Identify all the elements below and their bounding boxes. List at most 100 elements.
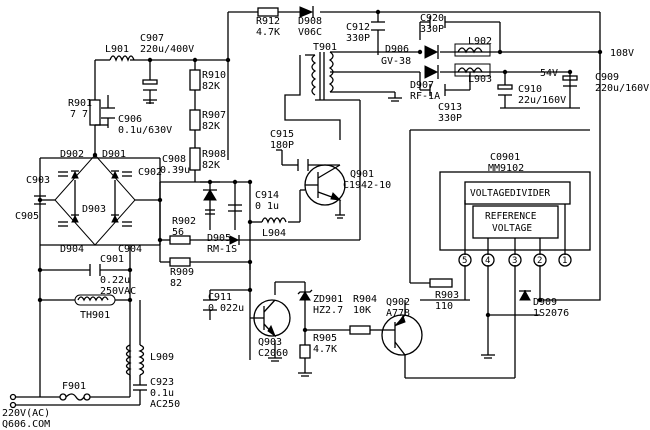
resistor-r910 [189,69,201,91]
label-r912: R912 [256,16,280,27]
value-c920: 330P [420,24,444,35]
transistor-q901 [304,164,346,206]
label-c905: C905 [15,211,39,222]
label-r910: R910 [202,70,226,81]
resistor-r912 [257,7,279,17]
ac-terminal-1 [9,393,17,401]
value-d908: V06C [298,27,322,38]
label-q902: Q902 [386,297,410,308]
value-r903: 110 [435,301,453,312]
resistor-r903 [429,278,453,288]
label-f901: F901 [62,381,86,392]
inductor-l901 [109,55,135,62]
label-c909: C909 [595,72,619,83]
component-labels: R912 4.7K D908 V06C C912 330P C920 330P … [2,13,649,430]
label-d905: D905 [207,233,231,244]
label-c903: C903 [26,175,50,186]
label-c906: C906 [118,114,142,125]
value-c901: 0.22u [100,275,130,286]
transformer-t901 [311,51,360,101]
inductor-l904 [261,217,287,224]
capacitor-c920 [429,16,446,28]
value-c908: 0.39u [160,165,190,176]
label-c923: C923 [150,377,174,388]
label-l909: L909 [150,352,174,363]
label-d908: D908 [298,16,322,27]
value-c912: 330P [346,33,370,44]
label-r907: R907 [202,110,226,121]
label-l904: L904 [262,228,286,239]
value-c914: 0 1u [255,201,279,212]
watermark: Q606.COM [2,419,50,430]
label-th901: TH901 [80,310,110,321]
value-r909: 82 [170,278,182,289]
value-c901-rating: 250VAC [100,286,136,297]
value-r901: 7 7 [70,109,88,120]
label-d901: D901 [102,149,126,160]
label-d904: D904 [60,244,84,255]
fuse-f901 [59,393,91,401]
output-54v: 54V [540,68,558,79]
label-c914: C914 [255,190,279,201]
bridge-rectifier [58,170,132,227]
label-zd901: ZD901 [313,294,343,305]
pin-1: 1 [562,256,567,266]
output-108v: 108V [610,48,634,59]
ac-terminal-2 [9,401,17,409]
label-c907: C907 [140,33,164,44]
resistor-r904 [349,325,371,335]
label-q901: Q901 [350,169,374,180]
value-c913: 330P [438,113,462,124]
label-l903: L903 [468,74,492,85]
value-r908: 82K [202,160,220,171]
capacitor-c905 [34,195,46,205]
value-c907: 220u/400V [140,44,194,55]
diode-d905 [203,189,217,215]
label-r904: R904 [353,294,377,305]
resistor-r908 [189,147,201,171]
label-c910: C910 [518,84,542,95]
capacitor-c901 [89,264,101,276]
value-c911: 0 022u [208,303,244,314]
label-c911: C911 [208,292,232,303]
label-d902: D902 [60,149,84,160]
capacitor-c910 [497,84,513,96]
label-d907: D907 [410,80,434,91]
pin-4: 4 [485,256,490,266]
diode-d907 [424,65,439,79]
value-r910: 82K [202,81,220,92]
label-l901: L901 [105,44,129,55]
wiring [15,11,601,406]
label-ac-input: 220V(AC) [2,408,50,419]
value-c910: 22u/160V [518,95,566,106]
resistor-r907 [189,109,201,131]
label-c901: C901 [100,254,124,265]
value-q901: C1942-10 [343,180,391,191]
transistor-q903 [253,299,291,338]
label-t901: T901 [313,42,337,53]
transistor-q902 [381,314,423,356]
diode-d906 [424,45,439,59]
inductor-l903 [454,63,491,77]
label-c913: C913 [438,102,462,113]
capacitor-c913 [429,84,446,96]
label-l902: L902 [468,36,492,47]
label-c904: C904 [118,244,142,255]
label-q903: Q903 [258,337,282,348]
value-r905: 4.7K [313,344,337,355]
diode-d908 [299,6,314,18]
ground-symbols [107,92,495,377]
label-d909: D909 [533,297,557,308]
label-r909: R909 [170,267,194,278]
label-c908: C908 [162,154,186,165]
resistor-r905 [299,344,311,359]
label-c915: C915 [270,129,294,140]
label-d903: D903 [82,204,106,215]
diode-d905-rm1s [229,235,240,245]
label-mm9102: MM9102 [488,163,524,174]
label-r902: R902 [172,216,196,227]
value-c909: 220u/160V [595,83,649,94]
label-reference: REFERENCE [485,211,537,222]
capacitor-c914 [228,204,242,212]
